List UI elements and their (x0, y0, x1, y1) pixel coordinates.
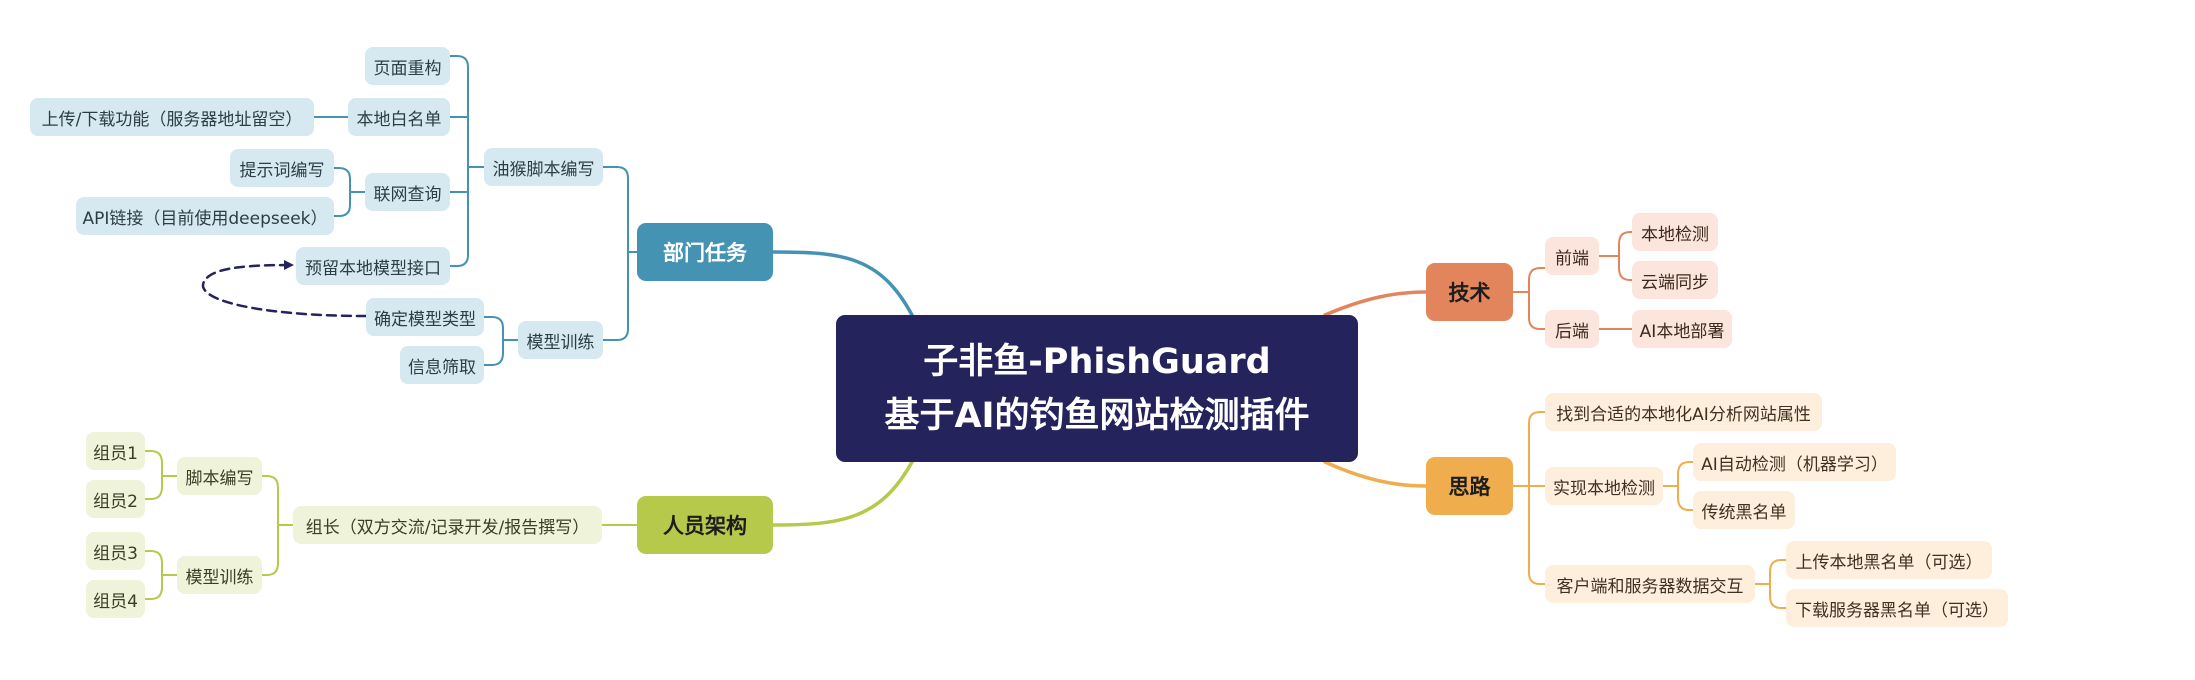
node-member-2[interactable]: 组员2 (86, 480, 145, 518)
edge-center-idea (1323, 460, 1428, 488)
node-people-model-training[interactable]: 模型训练 (177, 556, 262, 594)
node-frontend[interactable]: 前端 (1545, 237, 1599, 275)
node-member-4[interactable]: 组员4 (86, 580, 145, 618)
node-ai-local-deploy[interactable]: AI本地部署 (1632, 310, 1732, 348)
node-client-server-interaction[interactable]: 客户端和服务器数据交互 (1545, 565, 1755, 603)
edge-center-people (771, 460, 914, 527)
node-member-3[interactable]: 组员3 (86, 532, 145, 570)
edge-center-tech (1323, 290, 1428, 317)
node-upload-blacklist[interactable]: 上传本地黑名单（可选） (1786, 541, 1992, 579)
branch-people[interactable]: 人员架构 (637, 496, 773, 554)
node-api-link[interactable]: API链接（目前使用deepseek） (76, 197, 334, 235)
dashed-arrow (201, 260, 368, 318)
node-local-detection[interactable]: 本地检测 (1632, 213, 1718, 251)
node-group-leader[interactable]: 组长（双方交流/记录开发/报告撰写） (293, 506, 602, 544)
node-online-query[interactable]: 联网查询 (365, 173, 450, 211)
node-prompt-writing[interactable]: 提示词编写 (230, 149, 334, 187)
central-topic[interactable]: 子非鱼-PhishGuard 基于AI的钓鱼网站检测插件 (836, 315, 1358, 462)
node-local-whitelist[interactable]: 本地白名单 (348, 98, 450, 136)
node-upload-download[interactable]: 上传/下载功能（服务器地址留空） (30, 98, 314, 136)
central-title-line1: 子非鱼-PhishGuard (923, 341, 1271, 382)
node-implement-local-detection[interactable]: 实现本地检测 (1545, 467, 1663, 505)
node-reserve-interface[interactable]: 预留本地模型接口 (296, 247, 450, 285)
node-model-type[interactable]: 确定模型类型 (366, 298, 484, 336)
node-script-writing[interactable]: 脚本编写 (177, 457, 262, 495)
node-member-1[interactable]: 组员1 (86, 432, 145, 470)
node-find-ai-analysis[interactable]: 找到合适的本地化AI分析网站属性 (1545, 393, 1822, 431)
node-ai-auto-detection[interactable]: AI自动检测（机器学习） (1693, 443, 1896, 481)
node-backend[interactable]: 后端 (1545, 310, 1599, 348)
node-cloud-sync[interactable]: 云端同步 (1632, 261, 1718, 299)
node-page-refactor[interactable]: 页面重构 (365, 47, 450, 85)
node-model-training[interactable]: 模型训练 (518, 321, 603, 359)
node-info-filter[interactable]: 信息筛取 (400, 346, 484, 384)
branch-dept-tasks[interactable]: 部门任务 (637, 223, 773, 281)
node-youhou-script[interactable]: 油猴脚本编写 (484, 148, 603, 186)
central-title-line2: 基于AI的钓鱼网站检测插件 (884, 395, 1310, 436)
edge-center-dept (771, 250, 914, 317)
node-traditional-blacklist[interactable]: 传统黑名单 (1693, 491, 1795, 529)
node-download-blacklist[interactable]: 下载服务器黑名单（可选） (1786, 589, 2008, 627)
branch-tech[interactable]: 技术 (1426, 263, 1513, 321)
branch-idea[interactable]: 思路 (1426, 457, 1513, 515)
